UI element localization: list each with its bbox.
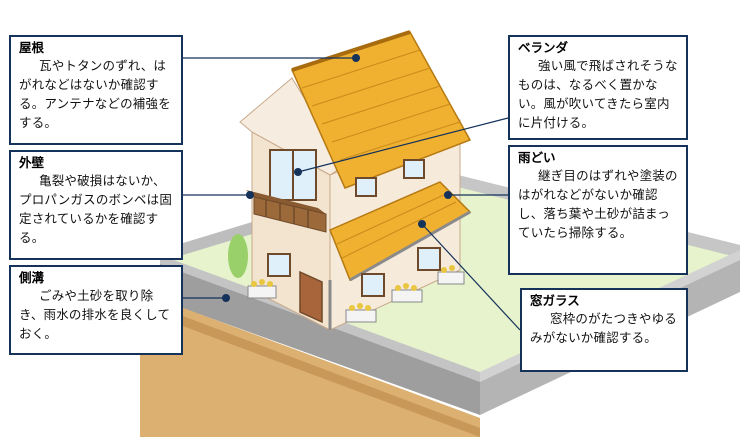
rain-gutter-line bbox=[349, 210, 471, 282]
callout-side-ditch-title: 側溝 bbox=[19, 270, 45, 285]
callout-roof-title: 屋根 bbox=[19, 40, 45, 55]
roof-tiles-lower bbox=[336, 192, 457, 259]
callout-rain-gutter-text: 継ぎ目のはずれや塗装のはがれなどがないか確認し、落ち葉や土砂が詰まっていたら掃除… bbox=[518, 168, 678, 240]
flower-box-3 bbox=[437, 271, 465, 285]
flower-box-2 bbox=[391, 289, 423, 303]
flower-box-4 bbox=[247, 285, 277, 299]
roof-ridge bbox=[291, 30, 411, 72]
callout-window-glass: 窓ガラス 窓枠のがたつきやゆるみがないか確認する。 bbox=[520, 288, 688, 372]
leader-lines bbox=[183, 57, 521, 331]
callout-window-glass-title: 窓ガラス bbox=[530, 293, 580, 308]
upper-window-2 bbox=[403, 159, 425, 179]
roof-tiles-upper bbox=[301, 49, 461, 161]
callout-veranda: ベランダ 強い風で飛ばされそうなものは、なるべく置かない。風が吹いてきたら室内に… bbox=[508, 35, 688, 140]
leader-dots bbox=[222, 54, 452, 302]
shrub bbox=[228, 234, 248, 278]
front-door bbox=[299, 270, 323, 324]
callout-wall-text: 亀裂や破損はないか、プロパンガスのボンベは固定されているかを確認する。 bbox=[19, 173, 173, 245]
callout-roof: 屋根 瓦やトタンのずれ、はがれなどはないか確認する。アンテナなどの補強をする。 bbox=[9, 35, 183, 145]
callout-window-glass-text: 窓枠のがたつきやゆるみがないか確認する。 bbox=[530, 311, 678, 345]
callout-wall: 外壁 亀裂や破損はないか、プロパンガスのボンベは固定されているかを確認する。 bbox=[9, 150, 183, 260]
callout-rain-gutter: 雨どい 継ぎ目のはずれや塗装のはがれなどがないか確認し、落ち葉や土砂が詰まってい… bbox=[508, 145, 688, 275]
lower-window-2 bbox=[417, 247, 441, 271]
upper-window bbox=[355, 177, 377, 197]
callout-veranda-title: ベランダ bbox=[518, 40, 569, 55]
callout-side-ditch: 側溝 ごみや土砂を取り除き、雨水の排水を良くしておく。 bbox=[9, 265, 183, 355]
flower-box bbox=[345, 309, 377, 323]
callout-veranda-text: 強い風で飛ばされそうなものは、なるべく置かない。風が吹いてきたら室内に片付ける。 bbox=[518, 58, 678, 130]
side-window bbox=[267, 253, 291, 277]
callout-wall-title: 外壁 bbox=[19, 155, 45, 170]
veranda-rail-top bbox=[246, 190, 326, 214]
lower-window bbox=[361, 273, 385, 297]
front-fence bbox=[160, 262, 480, 415]
callout-rain-gutter-title: 雨どい bbox=[518, 150, 556, 165]
side-ditch-edge bbox=[140, 300, 480, 437]
callout-side-ditch-text: ごみや土砂を取り除き、雨水の排水を良くしておく。 bbox=[19, 288, 171, 341]
callout-roof-text: 瓦やトタンのずれ、はがれなどはないか確認する。アンテナなどの補強をする。 bbox=[19, 58, 171, 130]
